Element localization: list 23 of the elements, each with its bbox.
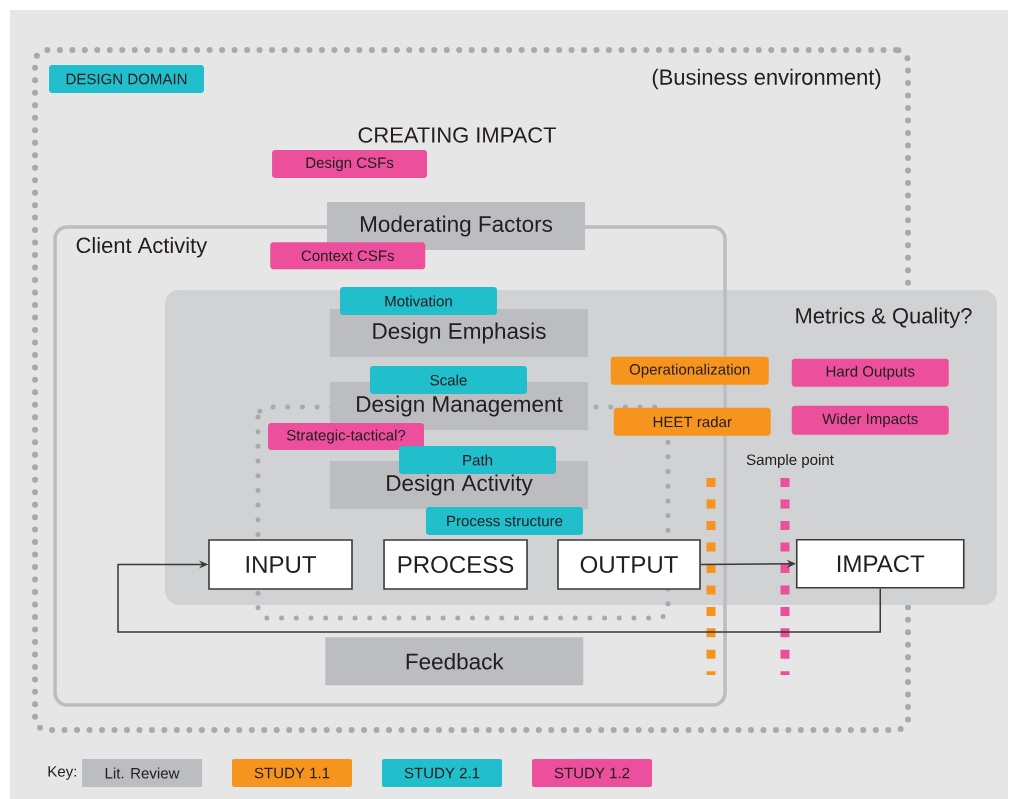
- process-box: PROCESS: [383, 539, 528, 590]
- heading-band: Design Emphasis: [330, 309, 588, 357]
- process-box: IMPACT: [795, 538, 965, 589]
- sample-point-label: Sample point: [746, 454, 834, 468]
- tag-label: Operationalization: [610, 356, 769, 385]
- tag-label: Wider Impacts: [791, 405, 949, 435]
- tag-label: Path: [399, 446, 557, 474]
- tag-label: Design CSFs: [272, 150, 428, 178]
- tag-label: Strategic-tactical?: [268, 423, 424, 450]
- tag-label: Motivation: [340, 287, 497, 315]
- tag-label: Hard Outputs: [791, 358, 949, 387]
- tag-label: HEET radar: [613, 407, 771, 436]
- heading-band: Moderating Factors: [327, 202, 586, 250]
- arrow: [117, 560, 881, 633]
- process-box: INPUT: [208, 539, 353, 590]
- key-label: Key:: [48, 766, 76, 780]
- diagram-heading: CREATING IMPACT: [358, 127, 557, 143]
- heading-band: Feedback: [325, 637, 584, 686]
- tag-label: Scale: [370, 366, 527, 394]
- tag-label: Process structure: [426, 507, 583, 535]
- process-box: OUTPUT: [557, 539, 701, 590]
- tag-label: Context CSFs: [270, 242, 426, 270]
- tag-label: DESIGN DOMAIN: [49, 65, 204, 93]
